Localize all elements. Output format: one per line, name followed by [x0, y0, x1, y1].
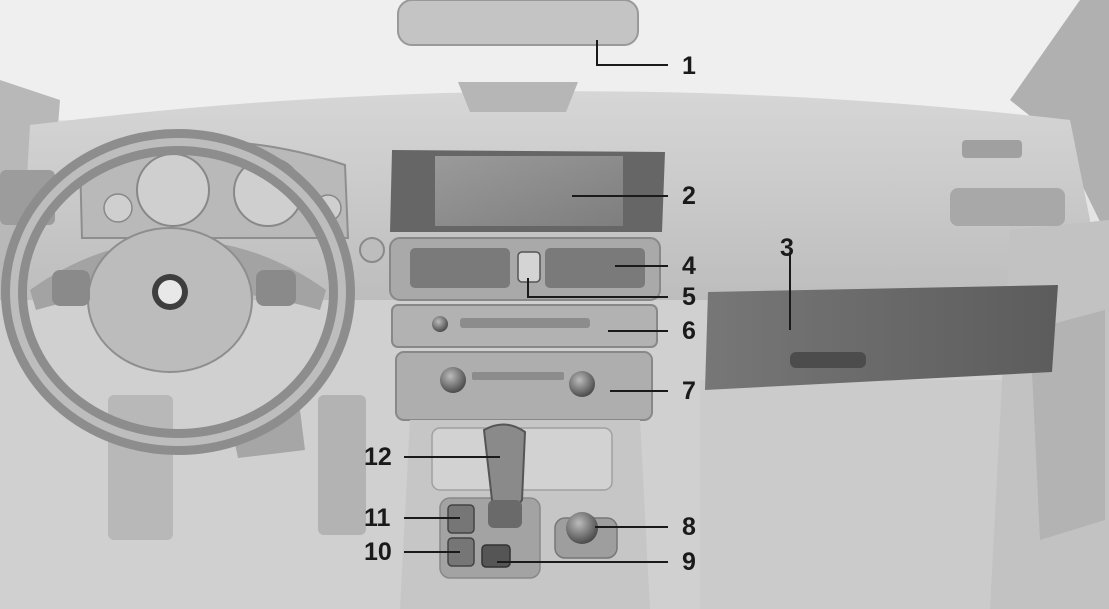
steering-buttons-right: [256, 270, 296, 306]
center-vent-right: [545, 248, 645, 288]
defrost-vent: [458, 82, 578, 112]
radio-buttons: [460, 318, 590, 328]
callout-5: 5: [682, 283, 696, 311]
callout-2: 2: [682, 182, 696, 210]
leader-lines: [404, 40, 791, 563]
accelerator-pedal: [318, 395, 366, 535]
callout-8: 8: [682, 513, 696, 541]
speedometer: [136, 153, 210, 227]
callout-1: 1: [682, 52, 696, 80]
right-upper-vent: [962, 140, 1022, 158]
start-button: [359, 237, 385, 263]
hazard-warning-button: [517, 251, 541, 283]
rear-view-mirror: [397, 0, 639, 46]
glove-compartment-handle: [790, 352, 866, 368]
center-vent-left: [410, 248, 510, 288]
callout-6: 6: [682, 317, 696, 345]
leader-line-1: [596, 40, 668, 66]
brake-pedal: [108, 395, 173, 540]
callout-7: 7: [682, 377, 696, 405]
callout-3: 3: [780, 234, 794, 262]
gear-selector-boot: [488, 500, 522, 528]
bmw-logo-inner-icon: [158, 280, 182, 304]
callout-12: 12: [364, 443, 392, 471]
climate-panel: [395, 351, 653, 421]
callout-4: 4: [682, 252, 696, 280]
control-display: [435, 156, 623, 226]
fuel-gauge: [103, 193, 133, 223]
leader-line-5: [527, 278, 668, 298]
callout-9: 9: [682, 548, 696, 576]
controller-knob: [566, 512, 598, 544]
climate-buttons: [472, 372, 564, 380]
climate-knob-left: [440, 367, 466, 393]
callout-10: 10: [364, 538, 392, 566]
climate-knob-right: [569, 371, 595, 397]
radio-volume-knob: [432, 316, 448, 332]
right-air-vent: [950, 188, 1065, 226]
steering-wheel-rim-highlight: [10, 138, 346, 446]
callout-11: 11: [364, 504, 391, 532]
steering-buttons-left: [52, 270, 90, 306]
parking-brake-button: [481, 544, 511, 568]
glove-compartment: [705, 285, 1058, 390]
